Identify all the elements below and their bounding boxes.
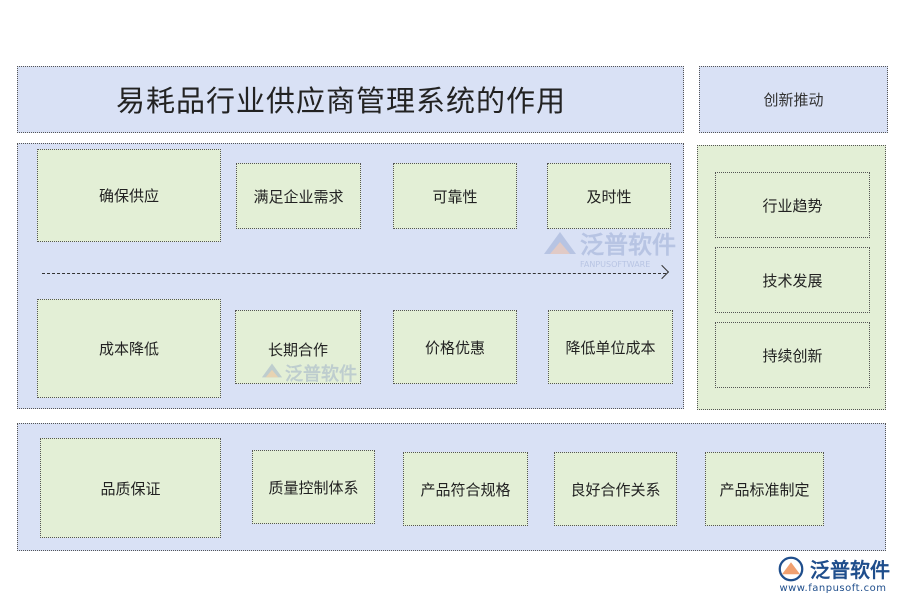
box-tech-development: 技术发展 bbox=[715, 247, 870, 313]
box-timeliness: 及时性 bbox=[547, 163, 671, 229]
box-continuous-innovation: 持续创新 bbox=[715, 322, 870, 388]
watermark-sub: FANPUSOFTWARE bbox=[580, 260, 651, 269]
diagram-title: 易耗品行业供应商管理系统的作用 bbox=[116, 84, 567, 118]
brand-url: www.fanpusoft.com bbox=[779, 583, 887, 594]
fanpu-logo-icon bbox=[261, 363, 283, 378]
brand-name: 泛普软件 bbox=[810, 558, 890, 582]
fanpu-logo-icon bbox=[544, 232, 576, 254]
watermark-small: 泛普软件 bbox=[259, 360, 357, 386]
watermark-name-small: 泛普软件 bbox=[285, 364, 357, 385]
brand-logo: 泛普软件 www.fanpusoft.com bbox=[776, 554, 890, 594]
box-industry-trend: 行业趋势 bbox=[715, 172, 870, 238]
flow-arrow-line bbox=[42, 273, 666, 274]
box-good-cooperation: 良好合作关系 bbox=[554, 452, 677, 526]
watermark-large: 泛普软件 FANPUSOFTWARE bbox=[540, 225, 676, 269]
box-ensure-supply: 确保供应 bbox=[37, 149, 221, 242]
box-reliability: 可靠性 bbox=[393, 163, 517, 229]
box-meets-spec: 产品符合规格 bbox=[403, 452, 528, 526]
box-price-discount: 价格优惠 bbox=[393, 310, 517, 384]
side-title: 创新推动 bbox=[763, 91, 824, 109]
box-meet-demand: 满足企业需求 bbox=[236, 163, 361, 229]
title-panel bbox=[17, 66, 684, 133]
box-quality-assurance: 品质保证 bbox=[40, 438, 221, 538]
side-title-panel bbox=[699, 66, 888, 133]
fanpu-brand-icon bbox=[778, 556, 804, 581]
box-quality-control: 质量控制体系 bbox=[252, 450, 375, 524]
box-lower-unit-cost: 降低单位成本 bbox=[548, 310, 673, 384]
box-product-standard: 产品标准制定 bbox=[705, 452, 824, 526]
watermark-name: 泛普软件 bbox=[580, 231, 676, 259]
box-cost-reduction: 成本降低 bbox=[37, 299, 221, 398]
box-long-term-coop: 长期合作 bbox=[235, 310, 361, 384]
